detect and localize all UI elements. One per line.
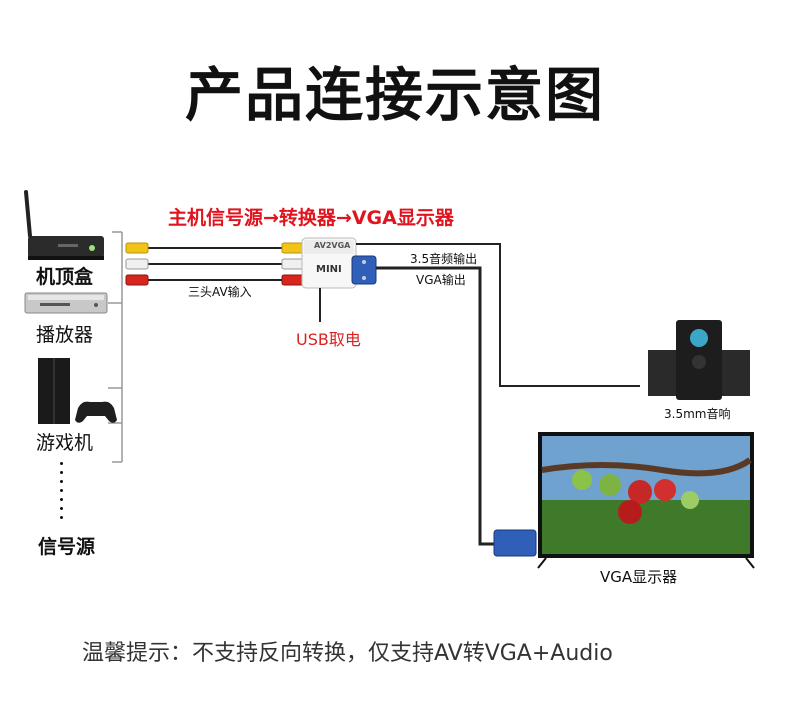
speaker-icon (648, 320, 750, 400)
device-label-set-top-box: 机顶盒 (36, 266, 94, 288)
av-input-label: 三头AV输入 (188, 285, 252, 299)
converter-model: MINI (316, 264, 342, 275)
device-label-signal-source: 信号源 (38, 536, 96, 558)
monitor-label: VGA显示器 (600, 568, 678, 586)
monitor-icon (537, 432, 755, 569)
device-label-player: 播放器 (36, 324, 94, 346)
game-console-icon (38, 358, 117, 424)
page-title: 产品连接示意图 (184, 61, 605, 129)
vga-plug-icon (351, 255, 377, 285)
converter-brand: AV2VGA (314, 241, 351, 250)
flow-caption: 主机信号源→转换器→VGA显示器 (168, 207, 454, 229)
set-top-box-icon (24, 190, 104, 260)
tip-text: 温馨提示：不支持反向转换，仅支持AV转VGA+Audio (82, 641, 613, 666)
usb-power-label: USB取电 (296, 330, 361, 349)
player-icon (24, 292, 108, 314)
audio-out-label: 3.5音频输出 (410, 252, 478, 266)
vga-out-label: VGA输出 (416, 273, 466, 287)
device-label-game-console: 游戏机 (36, 432, 94, 454)
more-devices-dots (60, 462, 64, 525)
converter-box (301, 237, 357, 289)
speaker-label: 3.5mm音响 (664, 407, 731, 421)
